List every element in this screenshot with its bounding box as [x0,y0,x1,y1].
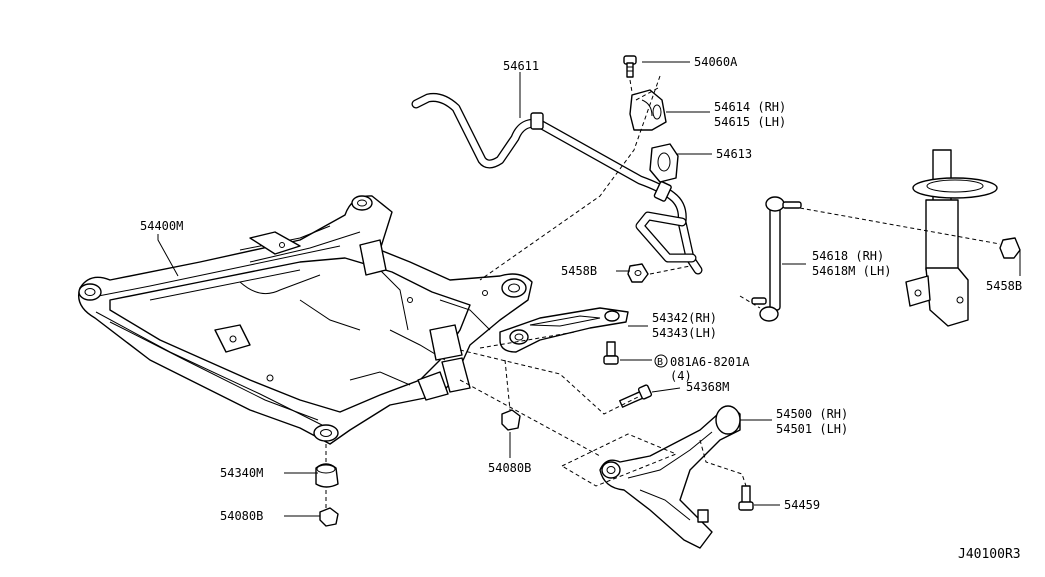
nut-5458b-right [999,237,1021,259]
nut-5458b-left [627,263,649,283]
bolt-code-marker-circle [654,354,668,368]
label-54459: 54459 [784,498,820,512]
bracket-bolt-54060a [623,55,637,78]
lower-control-arm [599,405,741,549]
label-54614-rh: 54614 (RH) [714,100,786,114]
label-54080b-left: 54080B [220,509,263,523]
part-labels: 54611 54060A 54614 (RH) 54615 (LH) 54613… [140,55,1022,562]
label-5458b-left: 5458B [561,264,597,278]
label-54400m: 54400M [140,219,183,233]
label-54618-rh: 54618 (RH) [812,249,884,263]
label-54342-rh: 54342(RH) [652,311,717,325]
label-54080b-center: 54080B [488,461,531,475]
label-54501-lh: 54501 (LH) [776,422,848,436]
nut-54080b-left [319,507,339,527]
stabilizer-bar [411,93,703,275]
label-54500-rh: 54500 (RH) [776,407,848,421]
mount-insulator [315,463,339,488]
label-54343-lh: 54343(LH) [652,326,717,340]
bolt-081a6-8201a [603,341,619,365]
label-bolt-quantity: (4) [670,369,692,383]
suspension-member [77,195,533,445]
bolt-54368m [619,384,653,408]
label-54611: 54611 [503,59,539,73]
label-54060a: 54060A [694,55,738,69]
stabilizer-connecting-rod [751,196,802,322]
label-081a6-8201a: 081A6-8201A [670,355,750,369]
label-54340m: 54340M [220,466,263,480]
leader-lines [157,61,1021,517]
label-5458b-right: 5458B [986,279,1022,293]
diagram-code: J40100R3 [958,547,1021,562]
label-54368m: 54368M [686,380,729,394]
compression-link [499,307,629,353]
label-bolt-marker: B [657,357,663,368]
bolt-54459 [738,485,754,511]
nut-54080b-center [501,409,521,431]
assembly-guide-lines [325,75,1001,508]
label-54613: 54613 [716,147,752,161]
strut-assembly [905,149,998,327]
stabilizer-bushing [649,143,679,183]
label-54615-lh: 54615 (LH) [714,115,786,129]
label-54618m-lh: 54618M (LH) [812,264,891,278]
